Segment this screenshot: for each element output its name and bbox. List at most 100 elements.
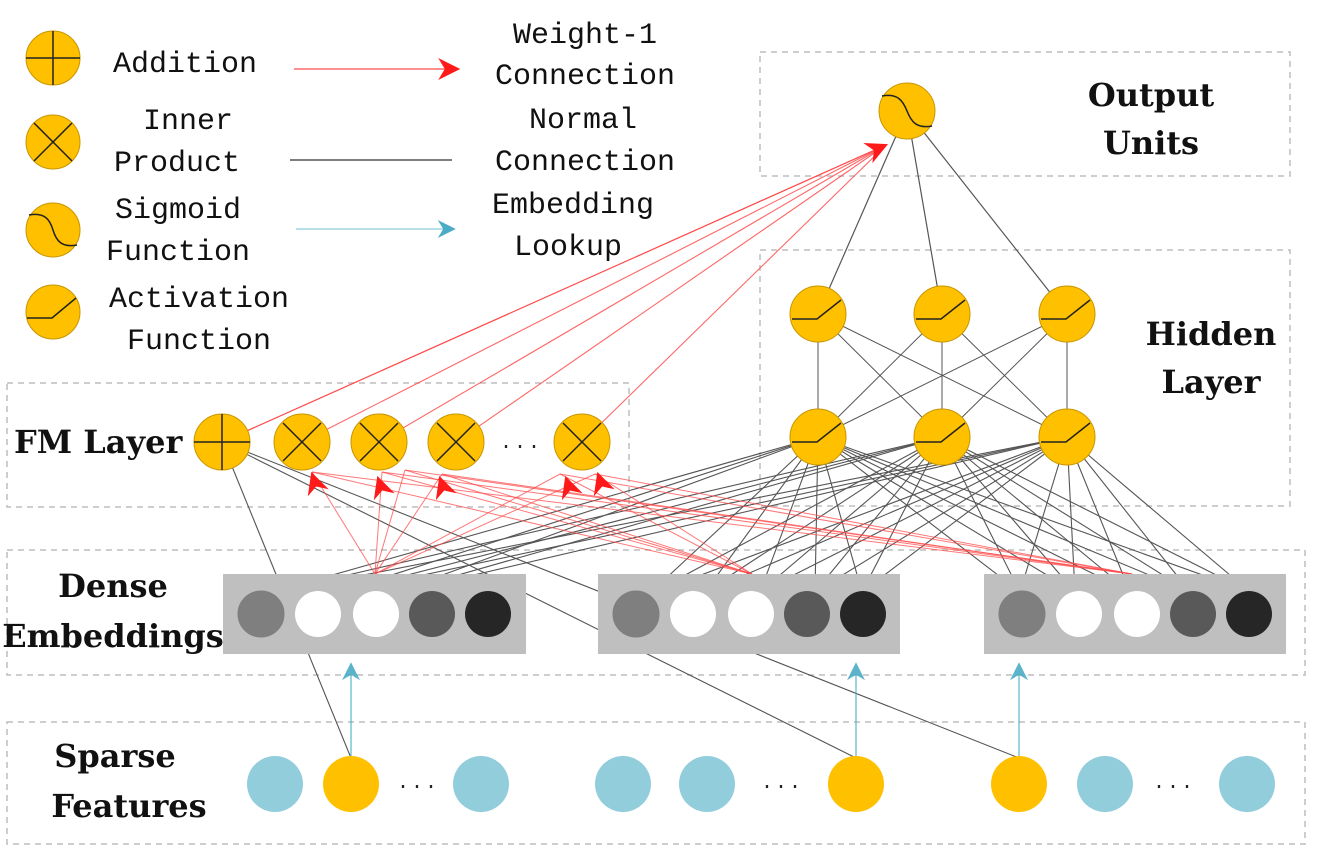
section-frames [6, 51, 1306, 845]
connection-line [647, 436, 1068, 596]
activation-unit-icon [789, 408, 847, 466]
connection-line [941, 436, 1191, 593]
sparse-feature-inactive [1219, 756, 1275, 812]
connection-line [861, 436, 1068, 593]
sparse-ellipsis-1: ··· [397, 776, 439, 799]
sparse-feature-nodes: ··· ··· ··· [247, 756, 1275, 812]
hidden-layer-title-2: Layer [1161, 363, 1261, 401]
output-units-title-2: Units [1103, 124, 1199, 162]
dense-embeddings-title-1: Dense [58, 567, 168, 605]
connection-line [559, 473, 753, 575]
connection-line [594, 473, 1133, 575]
sparse-features-title-1: Sparse [54, 737, 175, 775]
embedding-dot [409, 591, 455, 637]
embedding-dot [1170, 591, 1216, 637]
inner-product-icon [427, 413, 485, 471]
connection-line [759, 436, 943, 593]
fm-ellipsis: ··· [500, 436, 542, 459]
legend-addition-icon [25, 30, 81, 86]
fm-layer-title: FM Layer [14, 423, 183, 461]
connection-line [814, 436, 943, 593]
fm-layer-nodes: ··· [193, 413, 611, 471]
connection-line [594, 473, 753, 575]
connection-line [405, 470, 413, 492]
connection-line [817, 436, 1191, 593]
sparse-feature-active [323, 756, 379, 812]
sparse-feature-inactive [247, 756, 303, 812]
connection-line [373, 475, 395, 501]
sparse-features-frame [6, 721, 1306, 845]
legend-normal-label-1: Normal [529, 104, 637, 138]
embedding-dot [840, 591, 886, 637]
legend-normal-label-2: Connection [495, 146, 675, 180]
dense-embeddings-frame [6, 549, 1306, 676]
connection-line [561, 475, 583, 501]
embedding-dot [728, 591, 774, 637]
legend-addition-label: Addition [113, 48, 257, 82]
dense-embeddings-title-2: Embeddings [2, 617, 224, 655]
inner-product-icon [273, 413, 331, 471]
fm-addition-icon [193, 413, 251, 471]
activation-unit-icon [1038, 285, 1096, 343]
hidden-layer-title-1: Hidden [1146, 315, 1277, 353]
legend-inner-product-label-2: Product [114, 147, 240, 181]
sparse-features-title-2: Features [51, 787, 206, 825]
activation-unit-icon [913, 285, 971, 343]
connection-line [704, 436, 1068, 593]
legend-embedding-label-2: Lookup [514, 231, 622, 265]
sparse-feature-active [828, 756, 884, 812]
embedding-dot [998, 590, 1046, 638]
sparse-feature-inactive [595, 756, 651, 812]
connection-line [817, 110, 908, 315]
hidden-layer-nodes [789, 285, 1096, 466]
activation-unit-icon [789, 285, 847, 343]
connection-line [404, 469, 753, 575]
connection-line [374, 473, 443, 575]
connection-line [817, 436, 1251, 593]
legend-sigmoid-icon [25, 202, 81, 258]
embedding-dot [1226, 591, 1272, 637]
sparse-feature-inactive [1077, 756, 1133, 812]
connection-line [311, 471, 376, 575]
embedding-dot [295, 591, 341, 637]
connection-line [381, 471, 1133, 575]
connection-line [817, 436, 1021, 593]
embedding-dot [612, 590, 660, 638]
connection-line [378, 144, 887, 443]
connection-line [647, 436, 943, 596]
connection-line [455, 144, 887, 443]
connection-line [906, 110, 943, 315]
connection-line [221, 143, 889, 443]
connection-line [382, 472, 390, 494]
legend: Addition Inner Product Sigmoid Function … [25, 19, 675, 359]
embedding-dot [353, 591, 399, 637]
connection-line [941, 436, 1251, 593]
connection-line [941, 313, 1068, 438]
sparse-feature-inactive [679, 756, 735, 812]
legend-embedding-label-1: Embedding [492, 189, 654, 223]
legend-inner-product-label-1: Inner [143, 105, 233, 139]
sparse-ellipsis-2: ··· [761, 776, 803, 799]
dense-embedding-blocks [223, 574, 1286, 654]
output-units-title-1: Output [1088, 76, 1215, 114]
legend-sigmoid-label-1: Sigmoid [115, 194, 241, 228]
connection-line [941, 436, 1076, 593]
output-units-frame [759, 51, 1291, 177]
embedding-dot [1056, 591, 1102, 637]
connection-line [559, 473, 1133, 575]
connection-line [593, 471, 615, 497]
activation-unit-icon [1038, 408, 1096, 466]
connection-line [704, 436, 943, 593]
connection-line [906, 110, 1068, 315]
connection-line [329, 436, 819, 596]
embedding-dot [670, 591, 716, 637]
connection-line [941, 436, 1131, 593]
connection-line [329, 436, 943, 596]
output-sigmoid-icon [878, 82, 936, 140]
activation-unit-icon [913, 408, 971, 466]
inner-product-icon [350, 413, 408, 471]
connection-line [374, 469, 406, 575]
sparse-feature-inactive [453, 756, 509, 812]
